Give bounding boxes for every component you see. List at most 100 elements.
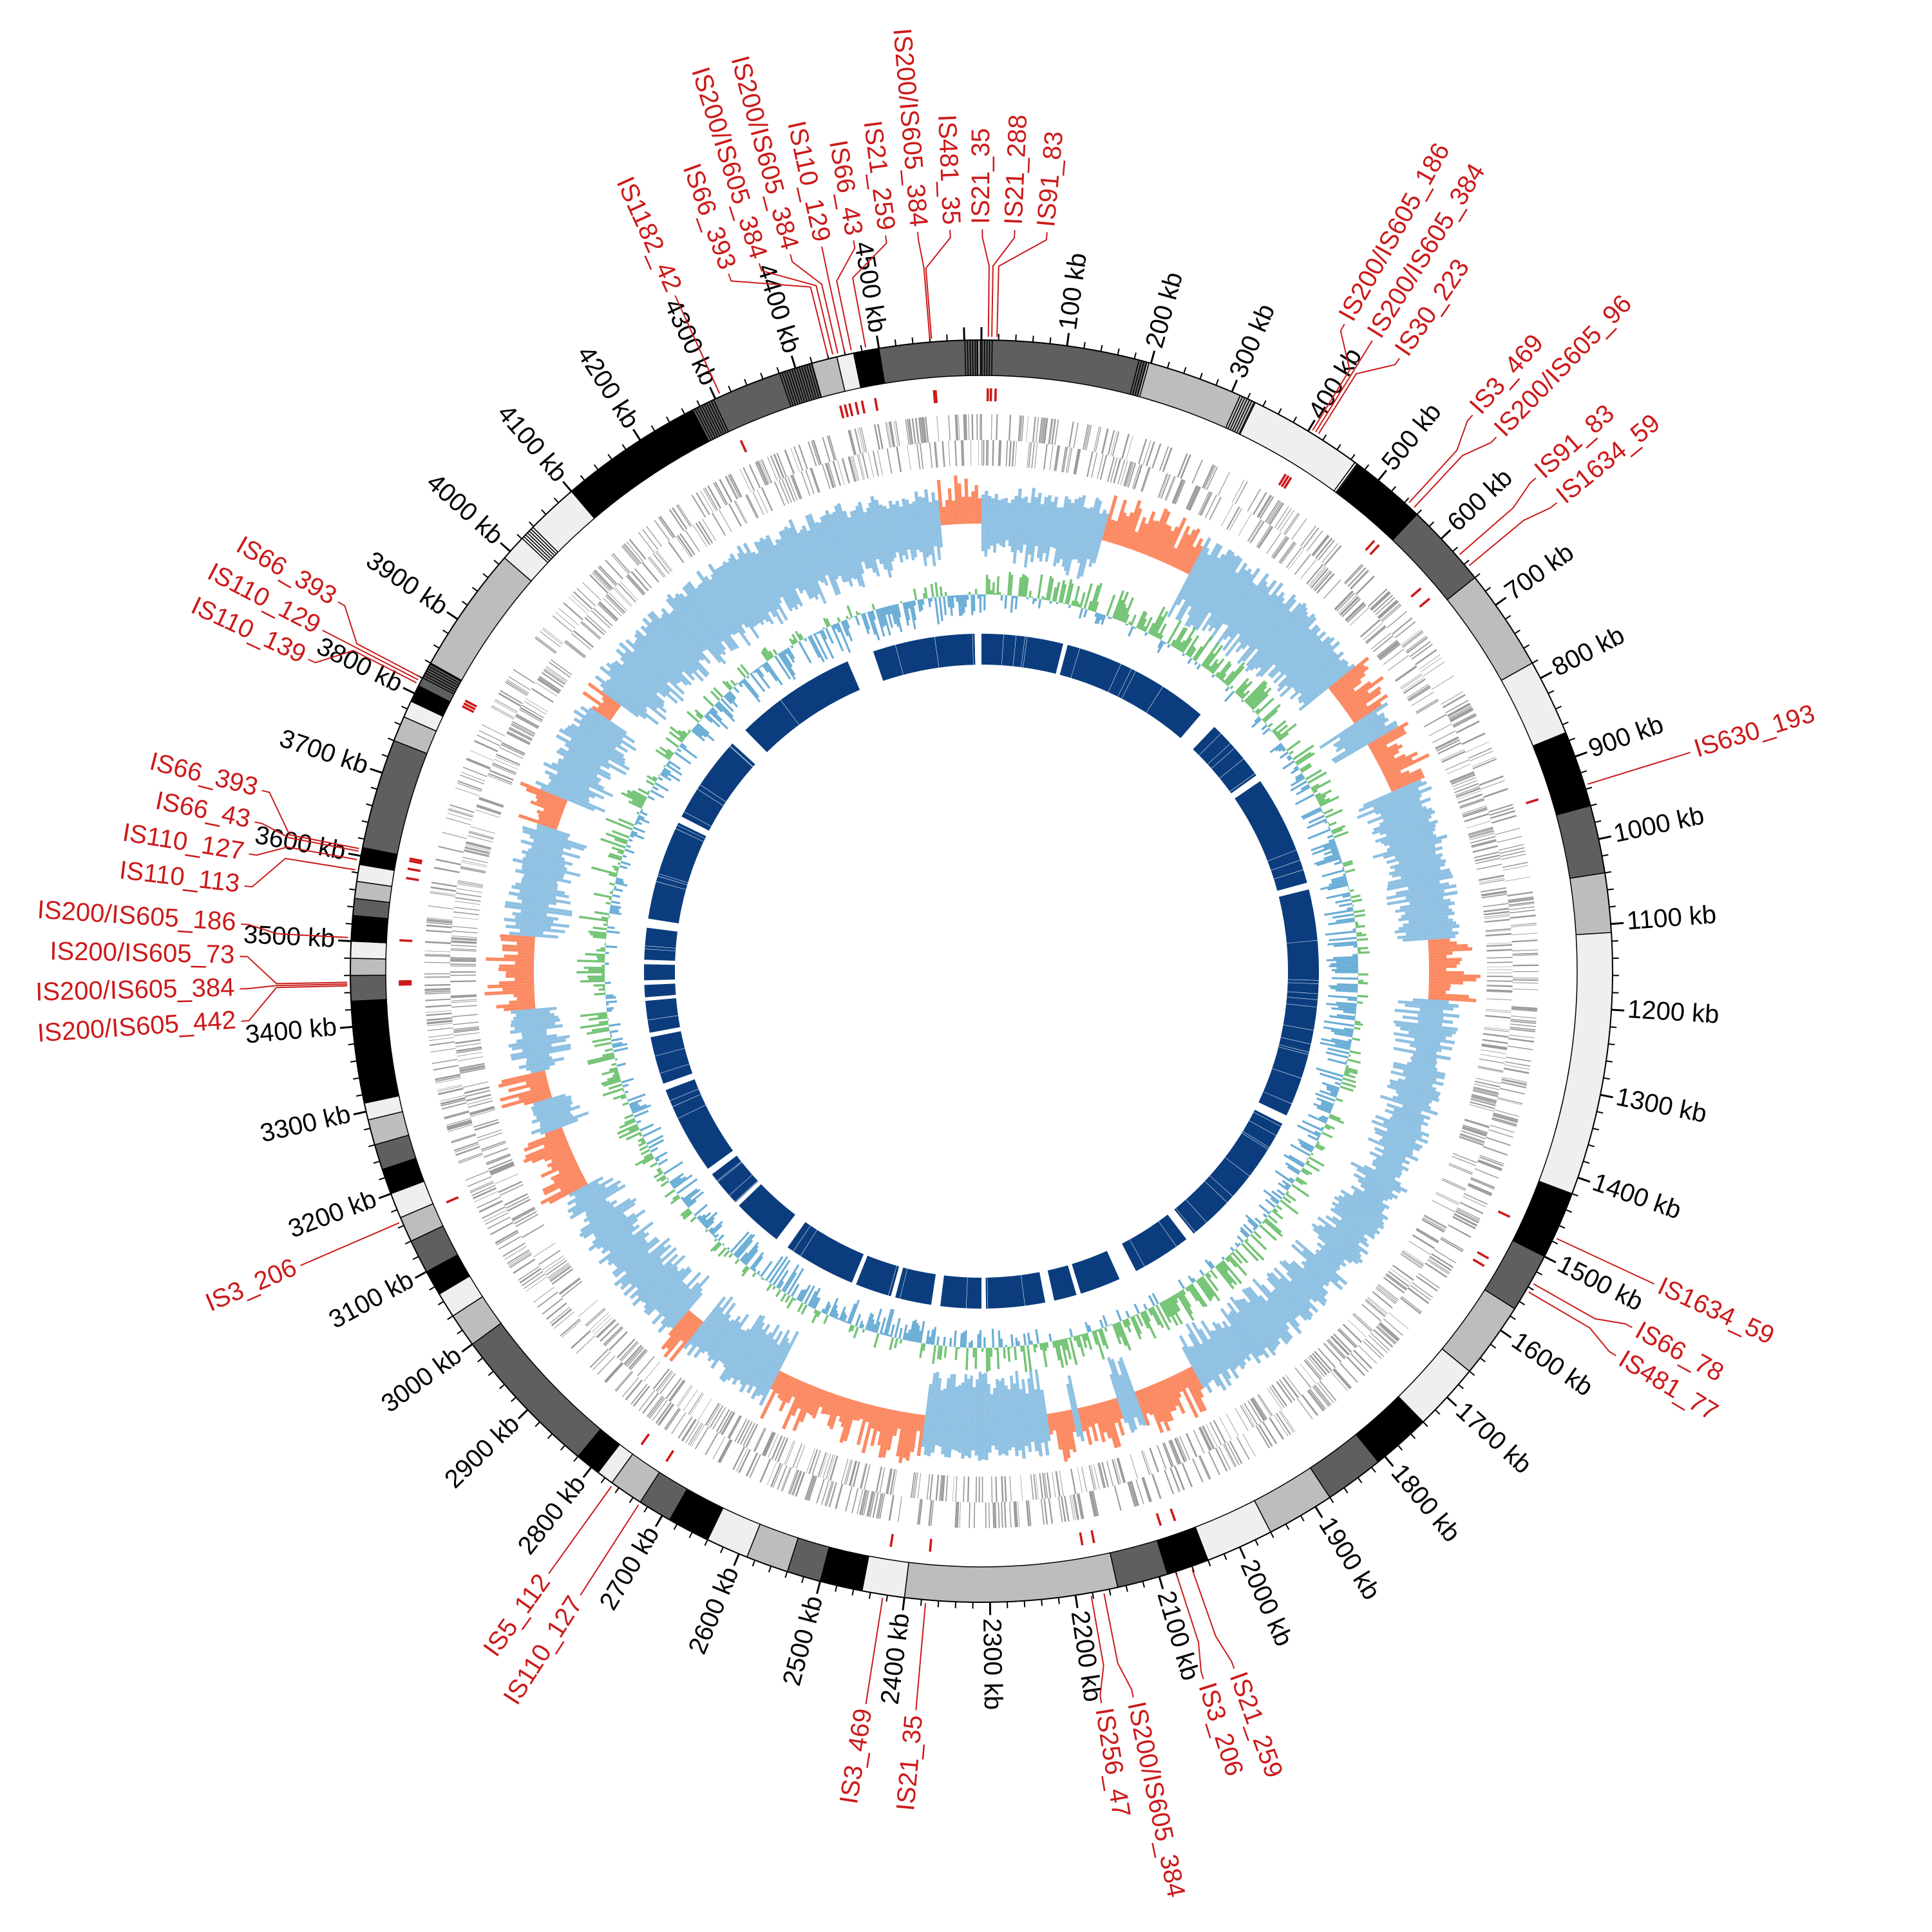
skew-bar-positive	[999, 498, 1005, 546]
gene-feature	[963, 414, 966, 440]
is-element-label: IS3_469	[835, 1707, 878, 1806]
gc-bar-negative	[1336, 917, 1355, 923]
gc-bar-negative	[705, 713, 721, 728]
gc-bar-negative	[720, 697, 734, 712]
gene-feature	[749, 1454, 761, 1479]
gene-feature	[1247, 1400, 1262, 1423]
gene-feature	[1407, 1287, 1430, 1304]
gc-bar-positive	[1345, 1065, 1349, 1068]
skew-bar-positive	[1412, 1053, 1437, 1061]
tick-label: 900 kb	[1585, 710, 1667, 763]
contig-segment	[969, 340, 971, 376]
gene-feature	[1486, 949, 1513, 952]
gene-feature	[1512, 964, 1539, 967]
gene-feature	[1401, 629, 1422, 645]
gene-feature	[606, 594, 626, 614]
gene-feature	[1031, 442, 1035, 468]
gene-feature	[589, 574, 609, 594]
gc-bar-positive	[1263, 1219, 1283, 1238]
gc-bar-negative	[608, 1023, 621, 1027]
gene-feature	[581, 621, 601, 639]
gc-bar-negative	[737, 682, 743, 688]
gc-bar-negative	[1252, 710, 1255, 713]
gene-feature	[1479, 1156, 1504, 1167]
skew-bar-negative	[1367, 721, 1409, 748]
gene-feature	[433, 867, 460, 873]
gene-feature	[1338, 594, 1358, 614]
skew-bar-positive	[1375, 1115, 1430, 1138]
gene-feature	[1226, 1413, 1239, 1437]
gc-bar-positive	[734, 1258, 740, 1265]
inner-ring-segment	[648, 822, 706, 923]
inner-ring-gap	[675, 828, 704, 842]
skew-bar-positive	[588, 1209, 646, 1252]
skew-bar-positive	[1282, 1260, 1328, 1303]
skew-bar-negative	[1108, 1399, 1118, 1424]
gene-feature	[995, 1476, 998, 1502]
gc-bar-negative	[1326, 892, 1350, 900]
gc-bar-positive	[636, 811, 640, 815]
gc-bar-negative	[1157, 641, 1165, 654]
skew-bar-positive	[922, 497, 932, 555]
skew-bar-positive	[804, 515, 838, 596]
skew-bar-positive	[1019, 1388, 1028, 1446]
gene-feature	[549, 1307, 571, 1324]
gc-bar-negative	[1164, 641, 1167, 645]
skew-bar-positive	[615, 648, 678, 705]
skew-bar-positive	[514, 1021, 556, 1030]
contig-segment	[527, 532, 554, 558]
is-leader-line	[991, 230, 1016, 337]
skew-bar-negative	[484, 990, 535, 996]
inner-ring-segment	[1193, 726, 1256, 793]
gene-feature	[1399, 1297, 1421, 1314]
gene-feature	[1319, 1380, 1337, 1401]
is-leader-line	[981, 229, 990, 337]
gene-feature	[1272, 536, 1289, 559]
skew-bar-positive	[1027, 1378, 1039, 1452]
skew-bar-negative	[1390, 774, 1425, 792]
gene-feature	[1110, 457, 1118, 483]
gc-bar-positive	[990, 590, 992, 595]
gene-feature	[554, 1311, 574, 1329]
skew-bar-positive	[609, 668, 658, 710]
skew-bar-negative	[1062, 1410, 1073, 1450]
gc-bar-positive	[846, 615, 849, 620]
gene-feature	[1479, 775, 1504, 786]
gene-feature	[453, 1026, 479, 1030]
skew-bar-positive	[1276, 636, 1335, 692]
gc-bar-positive	[659, 746, 673, 757]
skew-bar-negative	[1428, 941, 1457, 947]
skew-bar-positive	[567, 724, 626, 762]
gene-feature	[657, 1371, 674, 1393]
minor-tick	[1133, 352, 1137, 359]
gc-bar-positive	[1228, 1254, 1247, 1276]
gene-feature	[916, 1499, 922, 1525]
skew-bar-negative	[786, 1378, 800, 1404]
gene-feature	[705, 1432, 719, 1455]
gc-bar-negative	[1320, 1103, 1333, 1110]
gc-bar-negative	[1275, 744, 1284, 752]
gene-feature	[1191, 459, 1203, 484]
gc-bar-negative	[611, 900, 621, 905]
minor-tick	[373, 1160, 380, 1164]
gene-feature	[1486, 942, 1512, 945]
skew-bar-negative	[1177, 528, 1201, 571]
gene-feature	[466, 758, 491, 770]
gc-bar-positive	[1054, 1340, 1061, 1361]
gc-bar-positive	[1350, 894, 1361, 899]
gene-feature	[736, 1448, 748, 1472]
skew-bar-positive	[1273, 1267, 1319, 1313]
gc-bar-positive	[761, 649, 771, 661]
skew-bar-positive	[523, 874, 558, 884]
tick-label: 1400 kb	[1589, 1168, 1685, 1225]
gene-feature	[1282, 1376, 1299, 1399]
gene-feature	[859, 427, 866, 453]
skew-bar-positive	[601, 1224, 634, 1250]
gene-feature	[1442, 694, 1466, 708]
gc-bar-positive	[922, 593, 926, 599]
gene-feature	[1099, 454, 1108, 480]
gc-bar-positive	[1225, 661, 1245, 685]
skew-bar-positive	[967, 1376, 973, 1458]
gene-feature	[1001, 1476, 1004, 1502]
